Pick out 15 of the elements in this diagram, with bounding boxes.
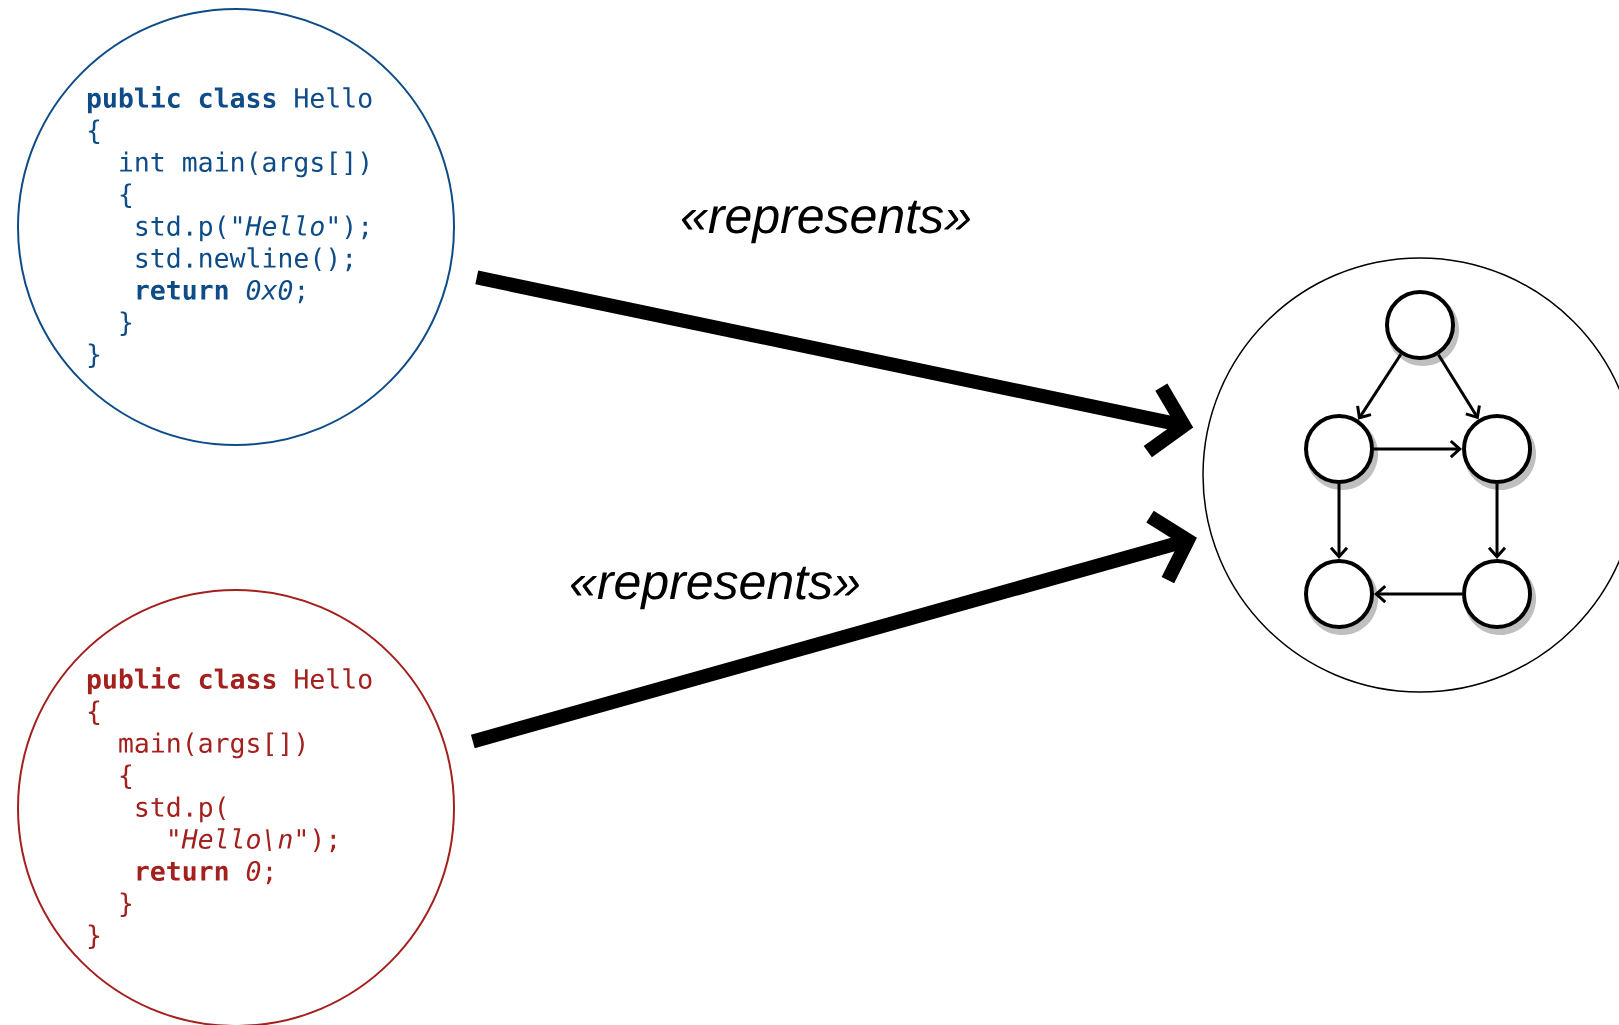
arrow	[1356, 353, 1403, 420]
arrow	[1437, 353, 1481, 420]
circle-node	[1304, 559, 1378, 635]
edge-label: «represents»	[566, 563, 864, 613]
arrow	[470, 510, 1197, 749]
arrow	[1329, 484, 1349, 559]
edge-label: «represents»	[677, 197, 975, 247]
arrow	[475, 270, 1194, 458]
circle-node	[1385, 290, 1459, 366]
arrow	[1374, 439, 1462, 459]
arrow	[1374, 584, 1462, 604]
circle-node	[1304, 414, 1378, 490]
circle-node	[1462, 414, 1536, 490]
circle-node	[1462, 559, 1536, 635]
arrow	[1487, 484, 1507, 559]
